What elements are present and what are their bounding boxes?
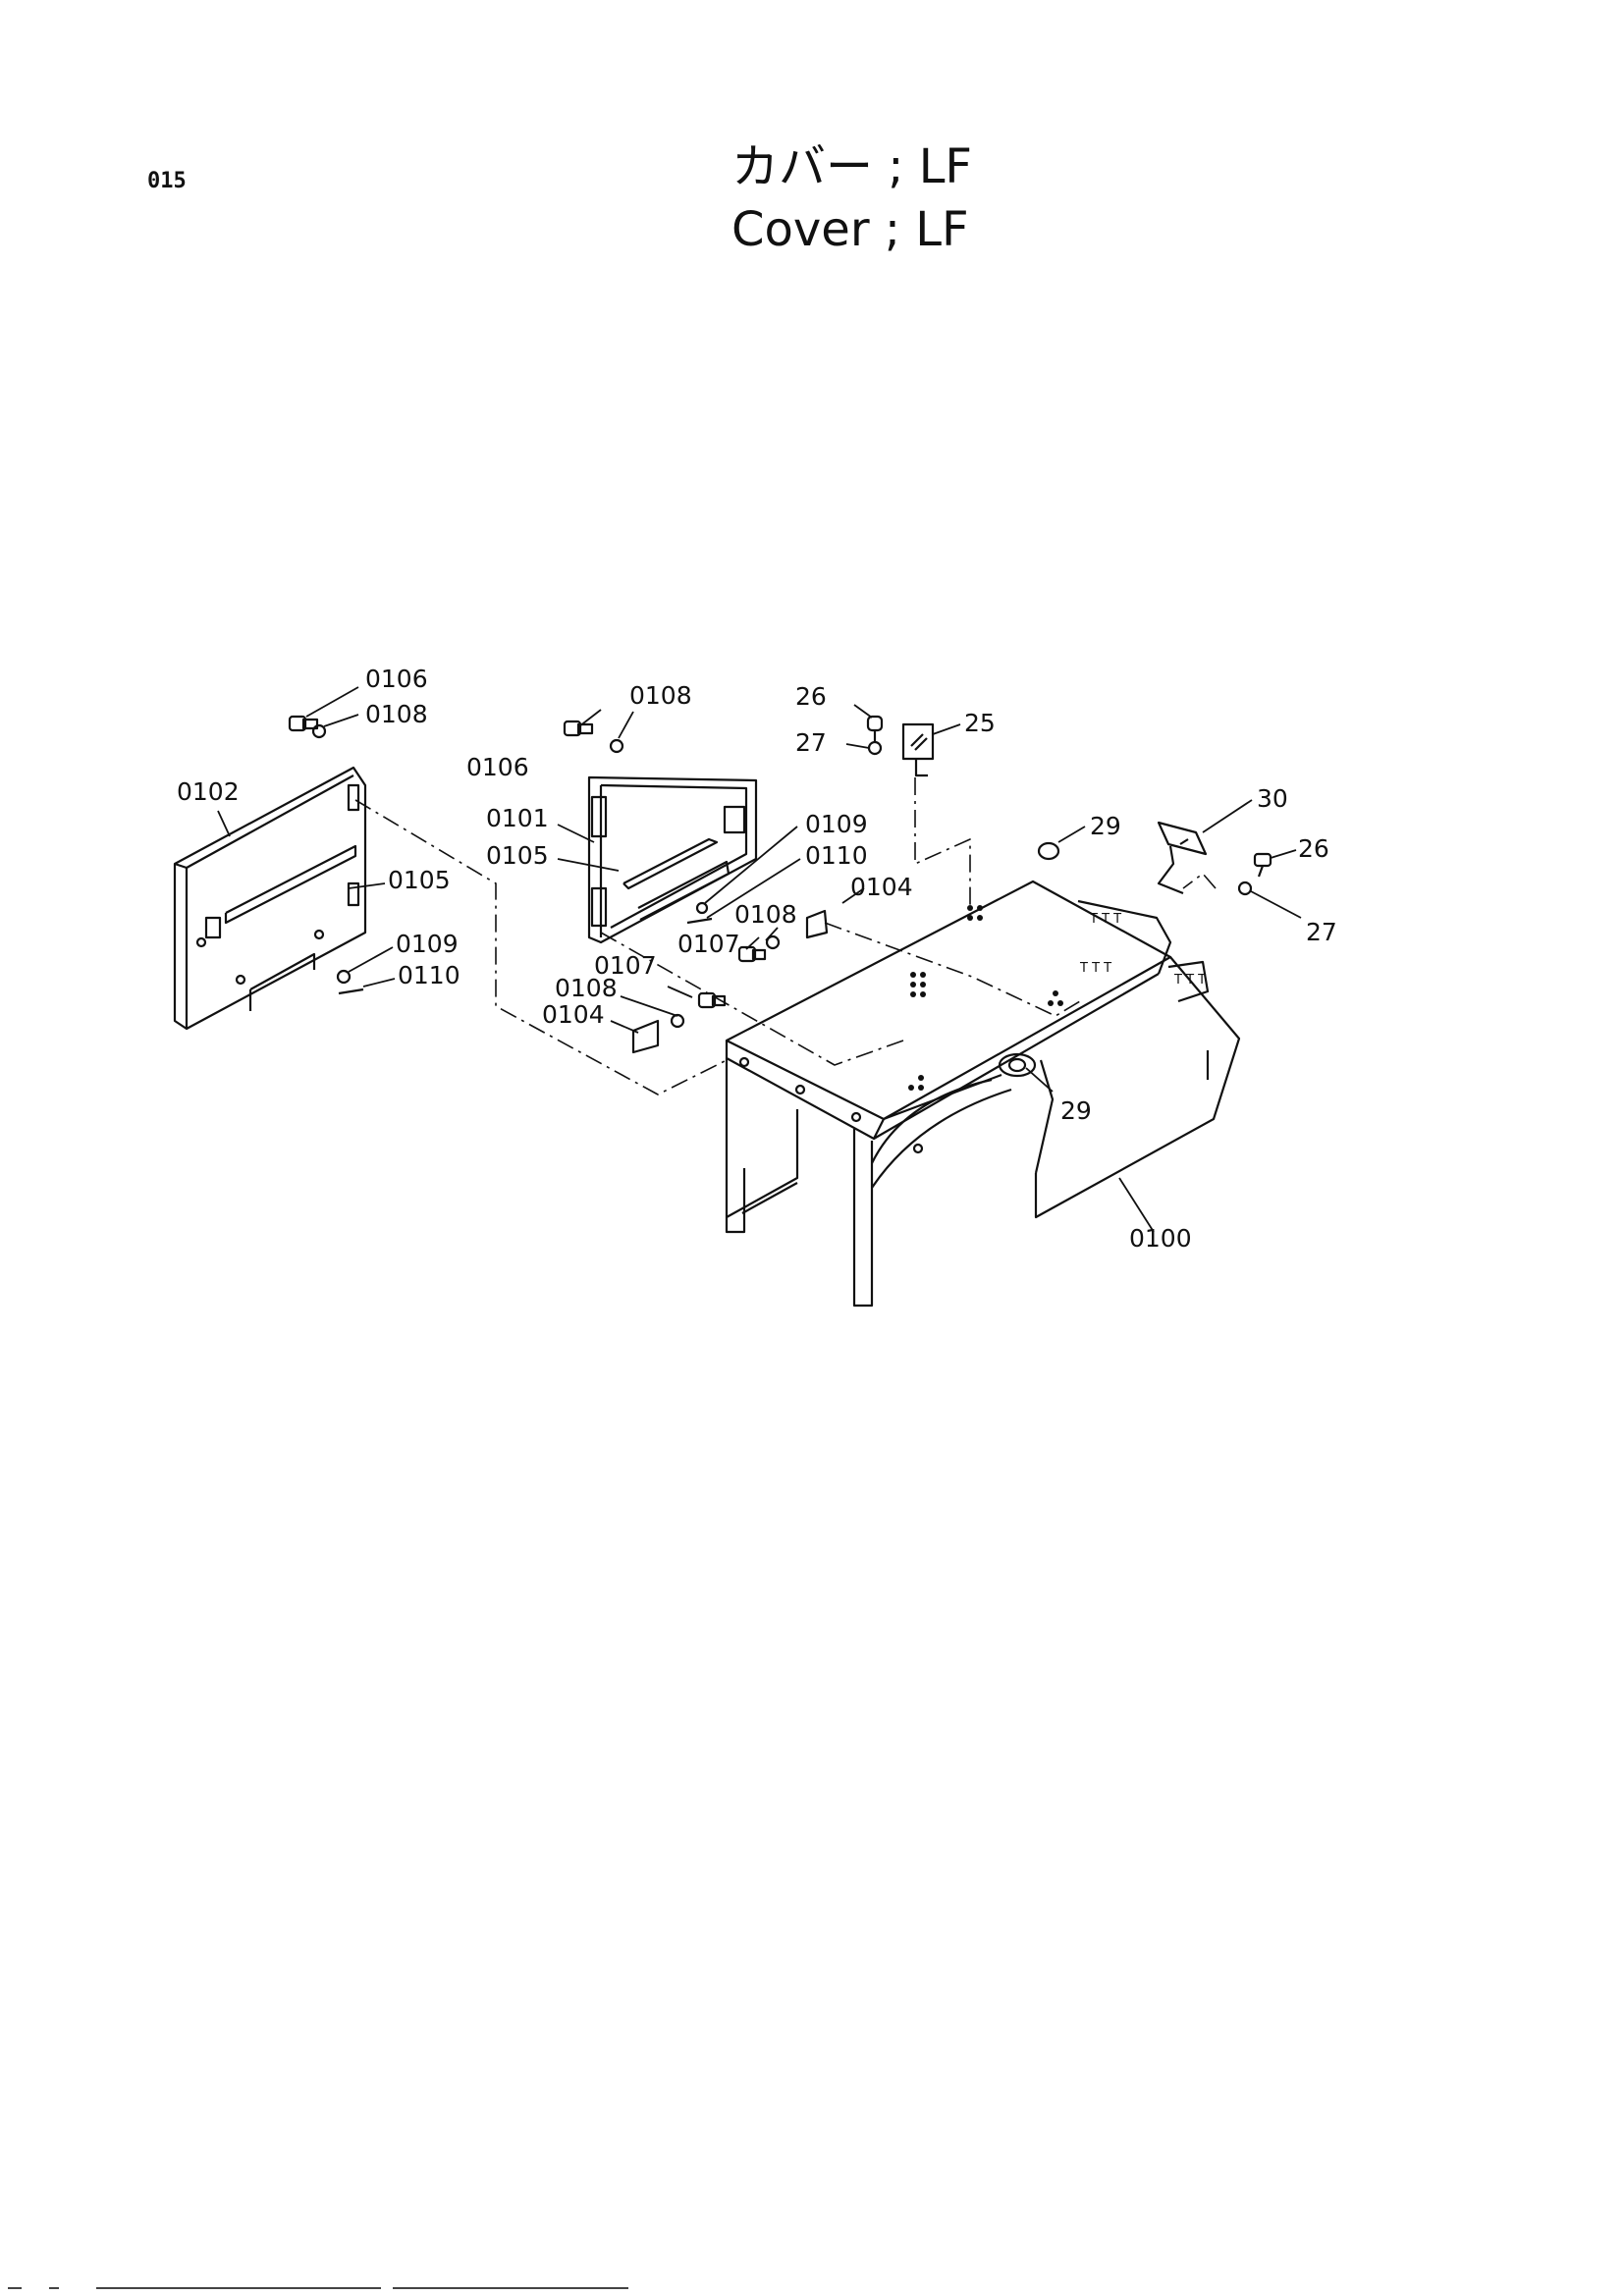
footer-rule-mark <box>8 2287 22 2289</box>
svg-text:T T T: T T T <box>1173 973 1206 988</box>
callout-0109-left: 0109 <box>396 930 459 958</box>
cab-frame-0100: T T T T T T T T T <box>725 880 1241 1308</box>
callout-0106-left: 0106 <box>365 665 428 693</box>
callout-27-top: 27 <box>795 728 827 757</box>
callout-26-top: 26 <box>795 682 827 711</box>
footer-rule-left <box>96 2287 381 2289</box>
callout-29-upper: 29 <box>1090 812 1121 840</box>
title-japanese: カバー ; LF <box>731 139 973 194</box>
callout-0109-frame: 0109 <box>805 810 868 838</box>
callout-0104-upper: 0104 <box>850 873 913 901</box>
callout-26-right: 26 <box>1298 834 1329 863</box>
callout-0104-lower: 0104 <box>542 1000 605 1029</box>
page-title: カバー ; LF Cover ; LF <box>731 135 972 261</box>
leader-lines <box>217 686 1302 1233</box>
callout-0107-upper: 0107 <box>677 930 740 958</box>
page-code: 015 <box>147 169 187 193</box>
callout-0107-lower: 0107 <box>594 951 657 980</box>
svg-text:T T T: T T T <box>1079 961 1111 976</box>
callout-0102: 0102 <box>177 777 240 806</box>
footer-rule-right <box>393 2287 628 2289</box>
callout-0108-frame: 0108 <box>629 681 692 710</box>
footer-rule-mark-2 <box>49 2287 59 2289</box>
svg-text:T T T: T T T <box>1089 912 1121 927</box>
callout-0108-left: 0108 <box>365 700 428 728</box>
door-panel-0102 <box>173 766 367 1031</box>
door-frame-0101 <box>587 775 758 944</box>
callout-29-lower: 29 <box>1060 1096 1092 1125</box>
callout-25: 25 <box>964 709 996 737</box>
callout-27-right: 27 <box>1306 918 1337 946</box>
assembly-guide-lines <box>354 777 1217 1095</box>
callout-0100: 0100 <box>1129 1224 1192 1253</box>
callout-0110-frame: 0110 <box>805 841 868 870</box>
callout-0105-frame: 0105 <box>486 841 549 870</box>
small-parts <box>288 715 1272 1054</box>
title-english: Cover ; LF <box>731 202 969 257</box>
callout-0108-lower: 0108 <box>555 974 618 1002</box>
callout-0110-left: 0110 <box>398 961 460 989</box>
callout-0101: 0101 <box>486 804 549 832</box>
callout-0106-frame: 0106 <box>466 753 529 781</box>
callout-0108-mid: 0108 <box>734 900 797 929</box>
callout-30: 30 <box>1257 784 1288 813</box>
callout-0105-left: 0105 <box>388 866 451 894</box>
